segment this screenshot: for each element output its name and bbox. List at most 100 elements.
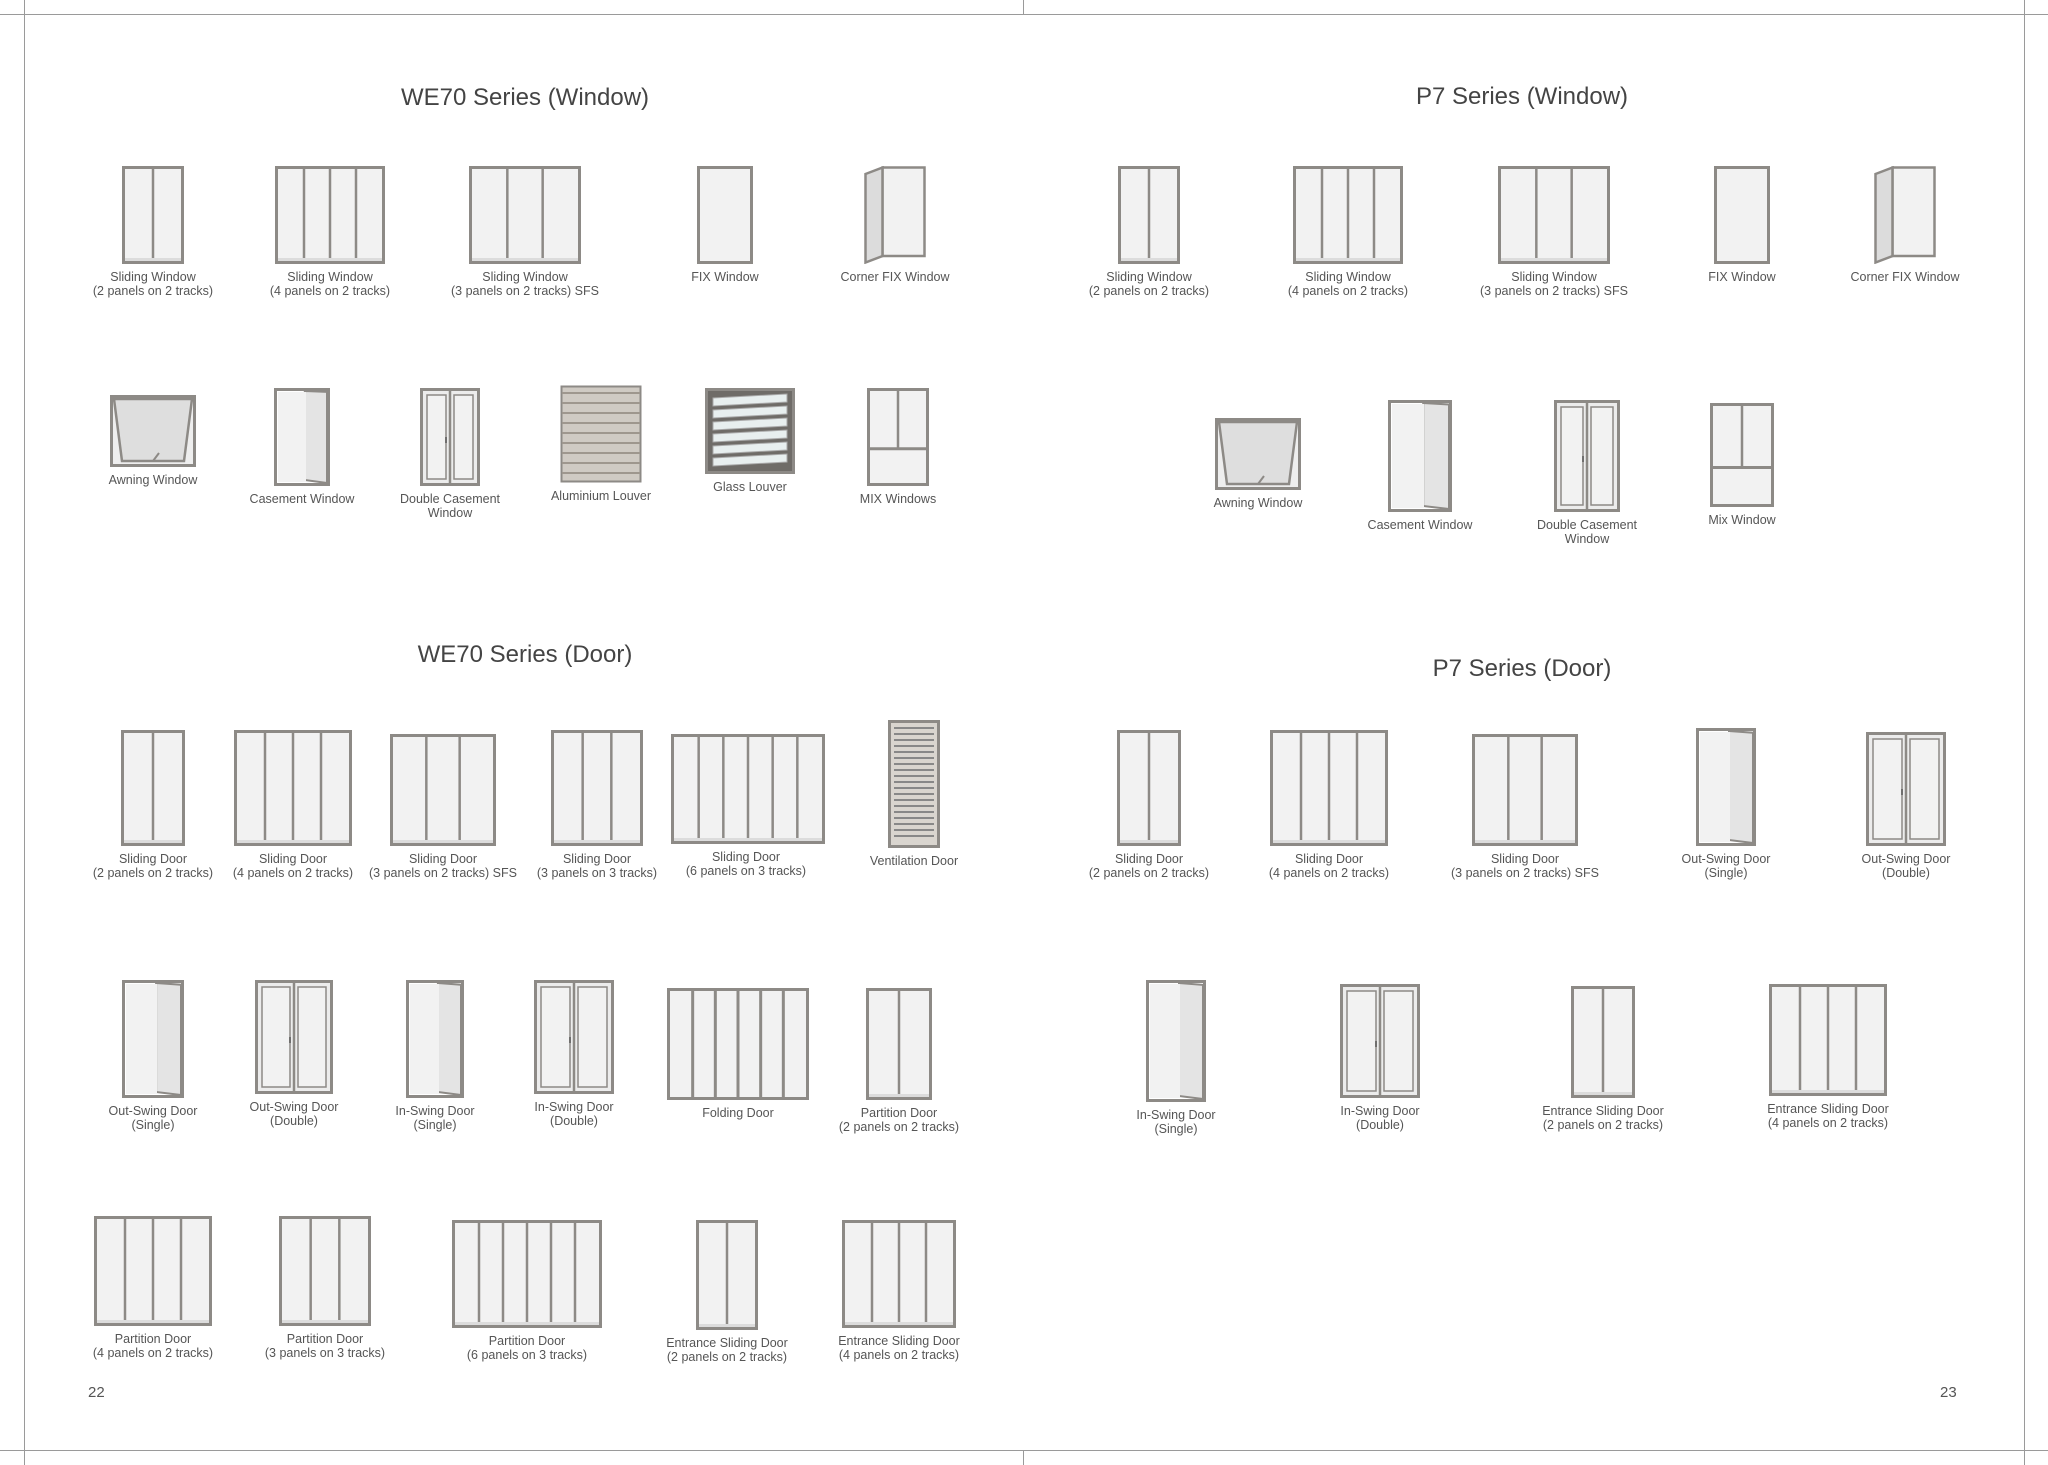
product-item: Sliding Door (6 panels on 3 tracks): [671, 734, 825, 878]
product-caption: Aluminium Louver: [550, 489, 652, 503]
door-4panel-icon: [842, 1220, 956, 1328]
product-caption: Awning Window: [1213, 496, 1303, 510]
product-item: Sliding Window (2 panels on 2 tracks): [1074, 166, 1224, 298]
section-title-p7-window: P7 Series (Window): [1415, 83, 1629, 110]
product-item: In-Swing Door (Single): [1101, 980, 1251, 1136]
product-item: Partition Door (3 panels on 3 tracks): [250, 1216, 400, 1360]
product-item: Sliding Door (3 panels on 3 tracks): [522, 730, 672, 880]
product-caption: Casement Window: [249, 492, 355, 506]
product-item: Double Casement Window: [375, 388, 525, 520]
product-caption: Out-Swing Door (Double): [249, 1100, 339, 1128]
door-2panel-icon: [696, 1220, 758, 1330]
window-2panel-icon: [1118, 166, 1180, 264]
product-caption: In-Swing Door (Single): [1136, 1108, 1216, 1136]
product-item: Casement Window: [1345, 400, 1495, 532]
crop-mark: [0, 1450, 2048, 1451]
product-caption: Corner FIX Window: [1850, 270, 1960, 284]
product-caption: In-Swing Door (Double): [534, 1100, 614, 1128]
product-caption: Sliding Door (3 panels on 2 tracks) SFS: [1451, 852, 1599, 880]
product-caption: FIX Window: [1708, 270, 1776, 284]
product-item: MIX Windows: [823, 388, 973, 506]
awning-window-icon: [1215, 418, 1301, 490]
crop-mark: [0, 14, 2048, 15]
door-3panel-icon: [279, 1216, 371, 1326]
swing-door-double-icon: [1340, 984, 1420, 1098]
fix-window-icon: [1714, 166, 1770, 264]
product-item: Sliding Window (3 panels on 2 tracks) SF…: [1479, 166, 1629, 298]
product-item: Awning Window: [1183, 418, 1333, 510]
door-6panel-icon: [671, 734, 825, 844]
glass-louver-icon: [705, 388, 795, 474]
product-item: Partition Door (2 panels on 2 tracks): [824, 988, 974, 1134]
door-2panel-icon: [1571, 986, 1635, 1098]
door-3panel-icon: [551, 730, 643, 846]
product-caption: Sliding Window (2 panels on 2 tracks): [1088, 270, 1210, 298]
product-caption: Entrance Sliding Door (4 panels on 2 tra…: [1767, 1102, 1889, 1130]
door-2panel-icon: [1117, 730, 1181, 846]
product-item: Sliding Window (4 panels on 2 tracks): [1273, 166, 1423, 298]
swing-door-double-icon: [1866, 732, 1946, 846]
product-caption: FIX Window: [691, 270, 759, 284]
product-caption: Mix Window: [1708, 513, 1776, 527]
product-item: Corner FIX Window: [1830, 166, 1980, 284]
window-4panel-icon: [275, 166, 385, 264]
swing-door-single-icon: [1146, 980, 1206, 1102]
door-2panel-icon: [866, 988, 932, 1100]
product-item: Out-Swing Door (Double): [219, 980, 369, 1128]
product-item: FIX Window: [650, 166, 800, 284]
product-caption: Sliding Window (2 panels on 2 tracks): [92, 270, 214, 298]
page-number-left: 22: [88, 1384, 105, 1401]
product-caption: Sliding Door (4 panels on 2 tracks): [232, 852, 354, 880]
section-title-we70-door: WE70 Series (Door): [417, 641, 633, 668]
product-item: Sliding Door (2 panels on 2 tracks): [78, 730, 228, 880]
product-caption: Sliding Door (4 panels on 2 tracks): [1268, 852, 1390, 880]
product-item: Sliding Door (4 panels on 2 tracks): [1254, 730, 1404, 880]
product-item: Folding Door: [663, 988, 813, 1120]
product-caption: Entrance Sliding Door (2 panels on 2 tra…: [1542, 1104, 1664, 1132]
product-item: Partition Door (6 panels on 3 tracks): [452, 1220, 602, 1362]
swing-door-single-icon: [1696, 728, 1756, 846]
product-caption: Partition Door (3 panels on 3 tracks): [264, 1332, 386, 1360]
product-item: Out-Swing Door (Double): [1831, 732, 1981, 880]
product-caption: Sliding Door (2 panels on 2 tracks): [1088, 852, 1210, 880]
product-caption: Awning Window: [108, 473, 198, 487]
product-item: Entrance Sliding Door (2 panels on 2 tra…: [1528, 986, 1678, 1132]
product-item: Double Casement Window: [1512, 400, 1662, 546]
product-item: Glass Louver: [675, 388, 825, 494]
mix-window-icon: [867, 388, 929, 486]
product-item: Out-Swing Door (Single): [1651, 728, 1801, 880]
ventilation-door-icon: [888, 720, 940, 848]
door-6panel-icon: [452, 1220, 602, 1328]
product-caption: Sliding Door (2 panels on 2 tracks): [92, 852, 214, 880]
product-item: Aluminium Louver: [526, 385, 676, 503]
product-caption: Partition Door (6 panels on 3 tracks): [466, 1334, 588, 1362]
product-caption: Sliding Window (3 panels on 2 tracks) SF…: [1480, 270, 1628, 298]
product-caption: Double Casement Window: [399, 492, 501, 520]
product-item: Sliding Door (3 panels on 2 tracks) SFS: [1450, 734, 1600, 880]
swing-door-double-icon: [255, 980, 333, 1094]
product-item: In-Swing Door (Double): [499, 980, 649, 1128]
aluminium-louver-icon: [560, 385, 642, 483]
fix-window-icon: [697, 166, 753, 264]
product-item: In-Swing Door (Single): [360, 980, 510, 1132]
double-casement-window-icon: [420, 388, 480, 486]
product-caption: Out-Swing Door (Double): [1861, 852, 1951, 880]
section-title-p7-door: P7 Series (Door): [1432, 655, 1612, 682]
product-item: Sliding Window (2 panels on 2 tracks): [78, 166, 228, 298]
product-item: Corner FIX Window: [820, 166, 970, 284]
folding-door-icon: [667, 988, 809, 1100]
product-caption: Sliding Window (4 panels on 2 tracks): [1287, 270, 1409, 298]
product-caption: Glass Louver: [713, 480, 787, 494]
product-item: Ventilation Door: [839, 720, 989, 868]
product-caption: Sliding Window (4 panels on 2 tracks): [269, 270, 391, 298]
product-item: Sliding Door (3 panels on 2 tracks) SFS: [368, 734, 518, 880]
product-item: Awning Window: [78, 395, 228, 487]
door-4panel-icon: [234, 730, 352, 846]
corner-fix-window-icon: [1874, 166, 1936, 264]
mix-window-icon: [1710, 403, 1774, 507]
product-item: Entrance Sliding Door (2 panels on 2 tra…: [652, 1220, 802, 1364]
product-item: In-Swing Door (Double): [1305, 984, 1455, 1132]
window-4panel-icon: [1293, 166, 1403, 264]
page-number-right: 23: [1940, 1384, 1957, 1401]
product-item: Sliding Door (2 panels on 2 tracks): [1074, 730, 1224, 880]
